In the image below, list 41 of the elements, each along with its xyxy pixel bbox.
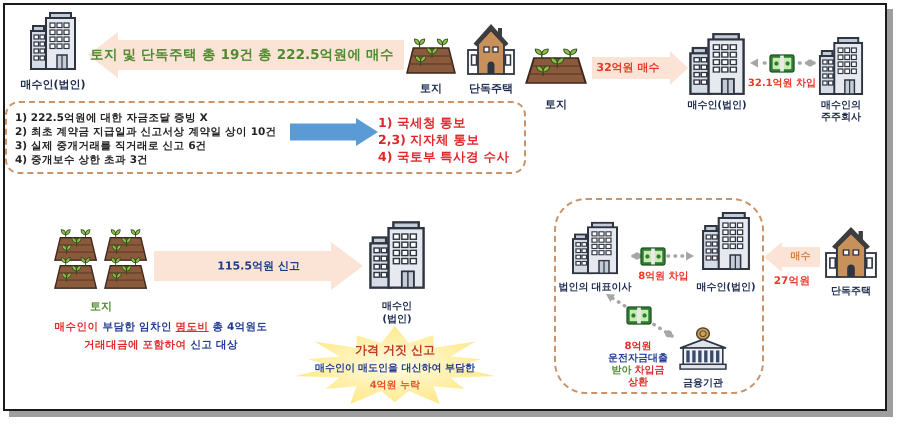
dashed-group-frame (554, 198, 764, 394)
callout-text: 매수인이 매도인을 대신하여 부담한 (314, 362, 476, 376)
caption-text: 매수인(법인) (20, 77, 86, 92)
edge-label: 32.1억원 차입 (748, 77, 816, 91)
list-item-text: 2,3) 지자체 통보 (378, 130, 480, 148)
callout-text: 4억원 누락 (370, 378, 420, 392)
edge-label: 115.5억원 신고 (217, 258, 300, 274)
caption-text: 단독주택 (831, 285, 871, 298)
edge-label: 32억원 매수 (596, 61, 660, 75)
edge-label: 8억원 차입 (638, 270, 689, 284)
caption-text: 토지 (545, 97, 567, 112)
amount-label: 27억원 (774, 274, 810, 288)
block-arrow (764, 242, 820, 272)
caption-text: 법인의 대표이사 (558, 281, 632, 294)
edge-label: 8억원 운전자금대출 받아 차입금 상환 (607, 341, 669, 389)
list-item-text: 1) 국세청 통보 (378, 114, 466, 130)
block-arrow (290, 118, 378, 146)
edge-label: 매수 (790, 250, 810, 264)
list-item-text: 4) 중개보수 상한 초과 3건 (15, 153, 148, 167)
list-item-text: 1) 222.5억원에 대한 자금조달 증빙 X (15, 111, 208, 125)
dashed-group-frame (5, 101, 526, 174)
list-item-text: 3) 실제 중개거래를 직거래로 신고 6건 (15, 139, 207, 153)
list-item-text: 2) 최초 계약금 지급일과 신고서상 계약일 상이 10건 (15, 125, 276, 139)
dotted-arrow (631, 252, 694, 260)
block-arrow (592, 51, 688, 85)
note-text: 매수인이 부담한 임차인 명도비 총 4억원도 거래대금에 포함하여 신고 대상 (54, 320, 268, 353)
caption-text: 매수인(법인) (687, 99, 747, 112)
caption-text: 토지 (420, 81, 442, 96)
block-arrow (88, 32, 404, 78)
caption-text: 매수인(법인) (696, 281, 756, 294)
caption-text: 매수인의 주주회사 (820, 100, 862, 124)
dotted-arrow (606, 294, 674, 338)
caption-text: 토지 (90, 299, 112, 314)
edge-label: 토지 및 단독주택 총 19건 총 222.5억원에 매수 (90, 46, 394, 64)
list-item-text: 4) 국토부 특사경 수사 (378, 148, 510, 164)
block-arrow (154, 242, 363, 290)
caption-text: 단독주택 (469, 81, 513, 96)
callout-title: 가격 거짓 신고 (354, 342, 436, 358)
caption-text: 매수인 (법인) (381, 300, 413, 326)
dotted-arrow (750, 58, 816, 68)
caption-text: 금융기관 (683, 377, 723, 390)
